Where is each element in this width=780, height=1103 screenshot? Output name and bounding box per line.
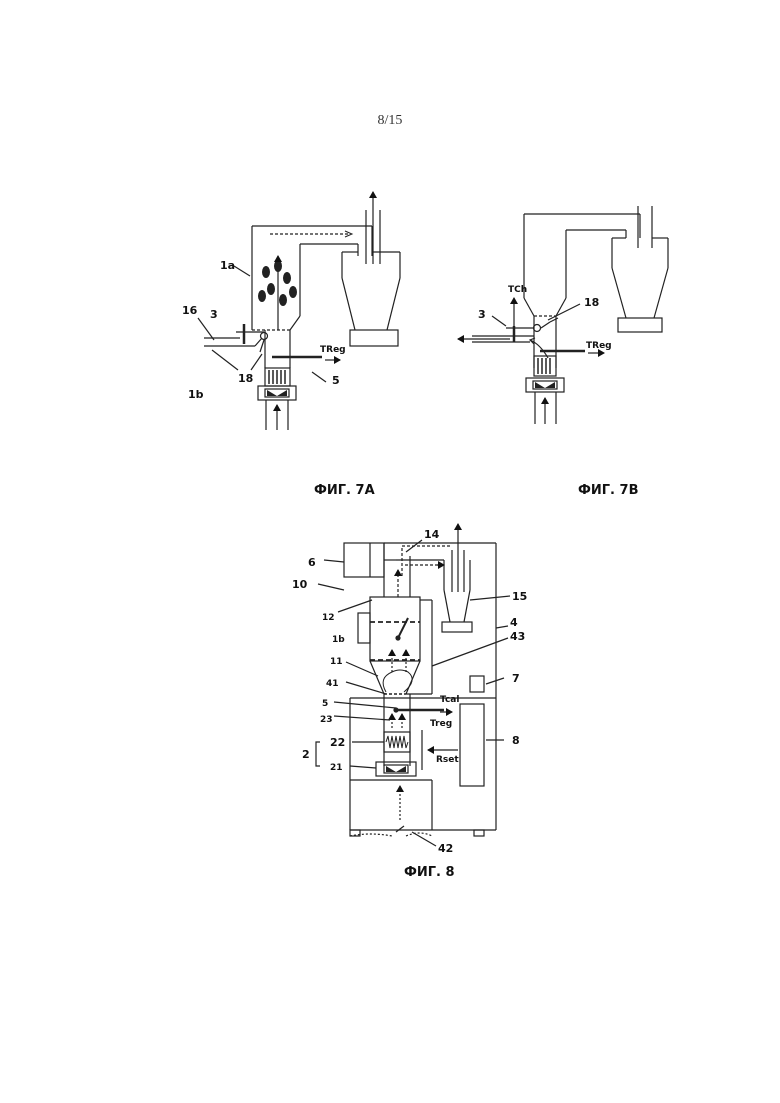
label-7: 7 [512, 672, 520, 685]
label-12: 12 [322, 613, 335, 623]
label-treg-8: Treg [430, 719, 452, 729]
label-21: 21 [330, 763, 343, 773]
label-43: 43 [510, 630, 525, 643]
label-11: 11 [330, 657, 343, 667]
label-42: 42 [438, 842, 453, 855]
label-1a-7a: 1a [220, 259, 235, 272]
figure-8-drawing [316, 524, 510, 846]
label-3-7a: 3 [210, 308, 218, 321]
label-15: 15 [512, 590, 527, 603]
label-22: 22 [330, 736, 345, 749]
label-10: 10 [292, 578, 308, 591]
label-1b-8: 1b [332, 635, 345, 645]
label-18-7a: 18 [238, 372, 253, 385]
label-5-8: 5 [322, 699, 328, 709]
label-5-7a: 5 [332, 374, 340, 387]
label-23: 23 [320, 715, 333, 725]
label-6: 6 [308, 556, 316, 569]
figure-7b-drawing [458, 206, 668, 424]
label-tcal: Tcal [440, 695, 459, 705]
label-14: 14 [424, 528, 440, 541]
label-2: 2 [302, 748, 310, 761]
figure-7a-drawing [198, 192, 400, 430]
label-treg-7b: TReg [586, 341, 612, 351]
label-tch-7b: TCh [508, 285, 527, 295]
label-41: 41 [326, 679, 339, 689]
label-16-7a: 16 [182, 304, 198, 317]
label-4: 4 [510, 616, 518, 629]
label-3-7b: 3 [478, 308, 486, 321]
label-1b-7a: 1b [188, 388, 204, 401]
label-treg-7a: TReg [320, 345, 346, 355]
label-8: 8 [512, 734, 520, 747]
label-rset: Rset [436, 755, 459, 765]
label-18-7b: 18 [584, 296, 599, 309]
